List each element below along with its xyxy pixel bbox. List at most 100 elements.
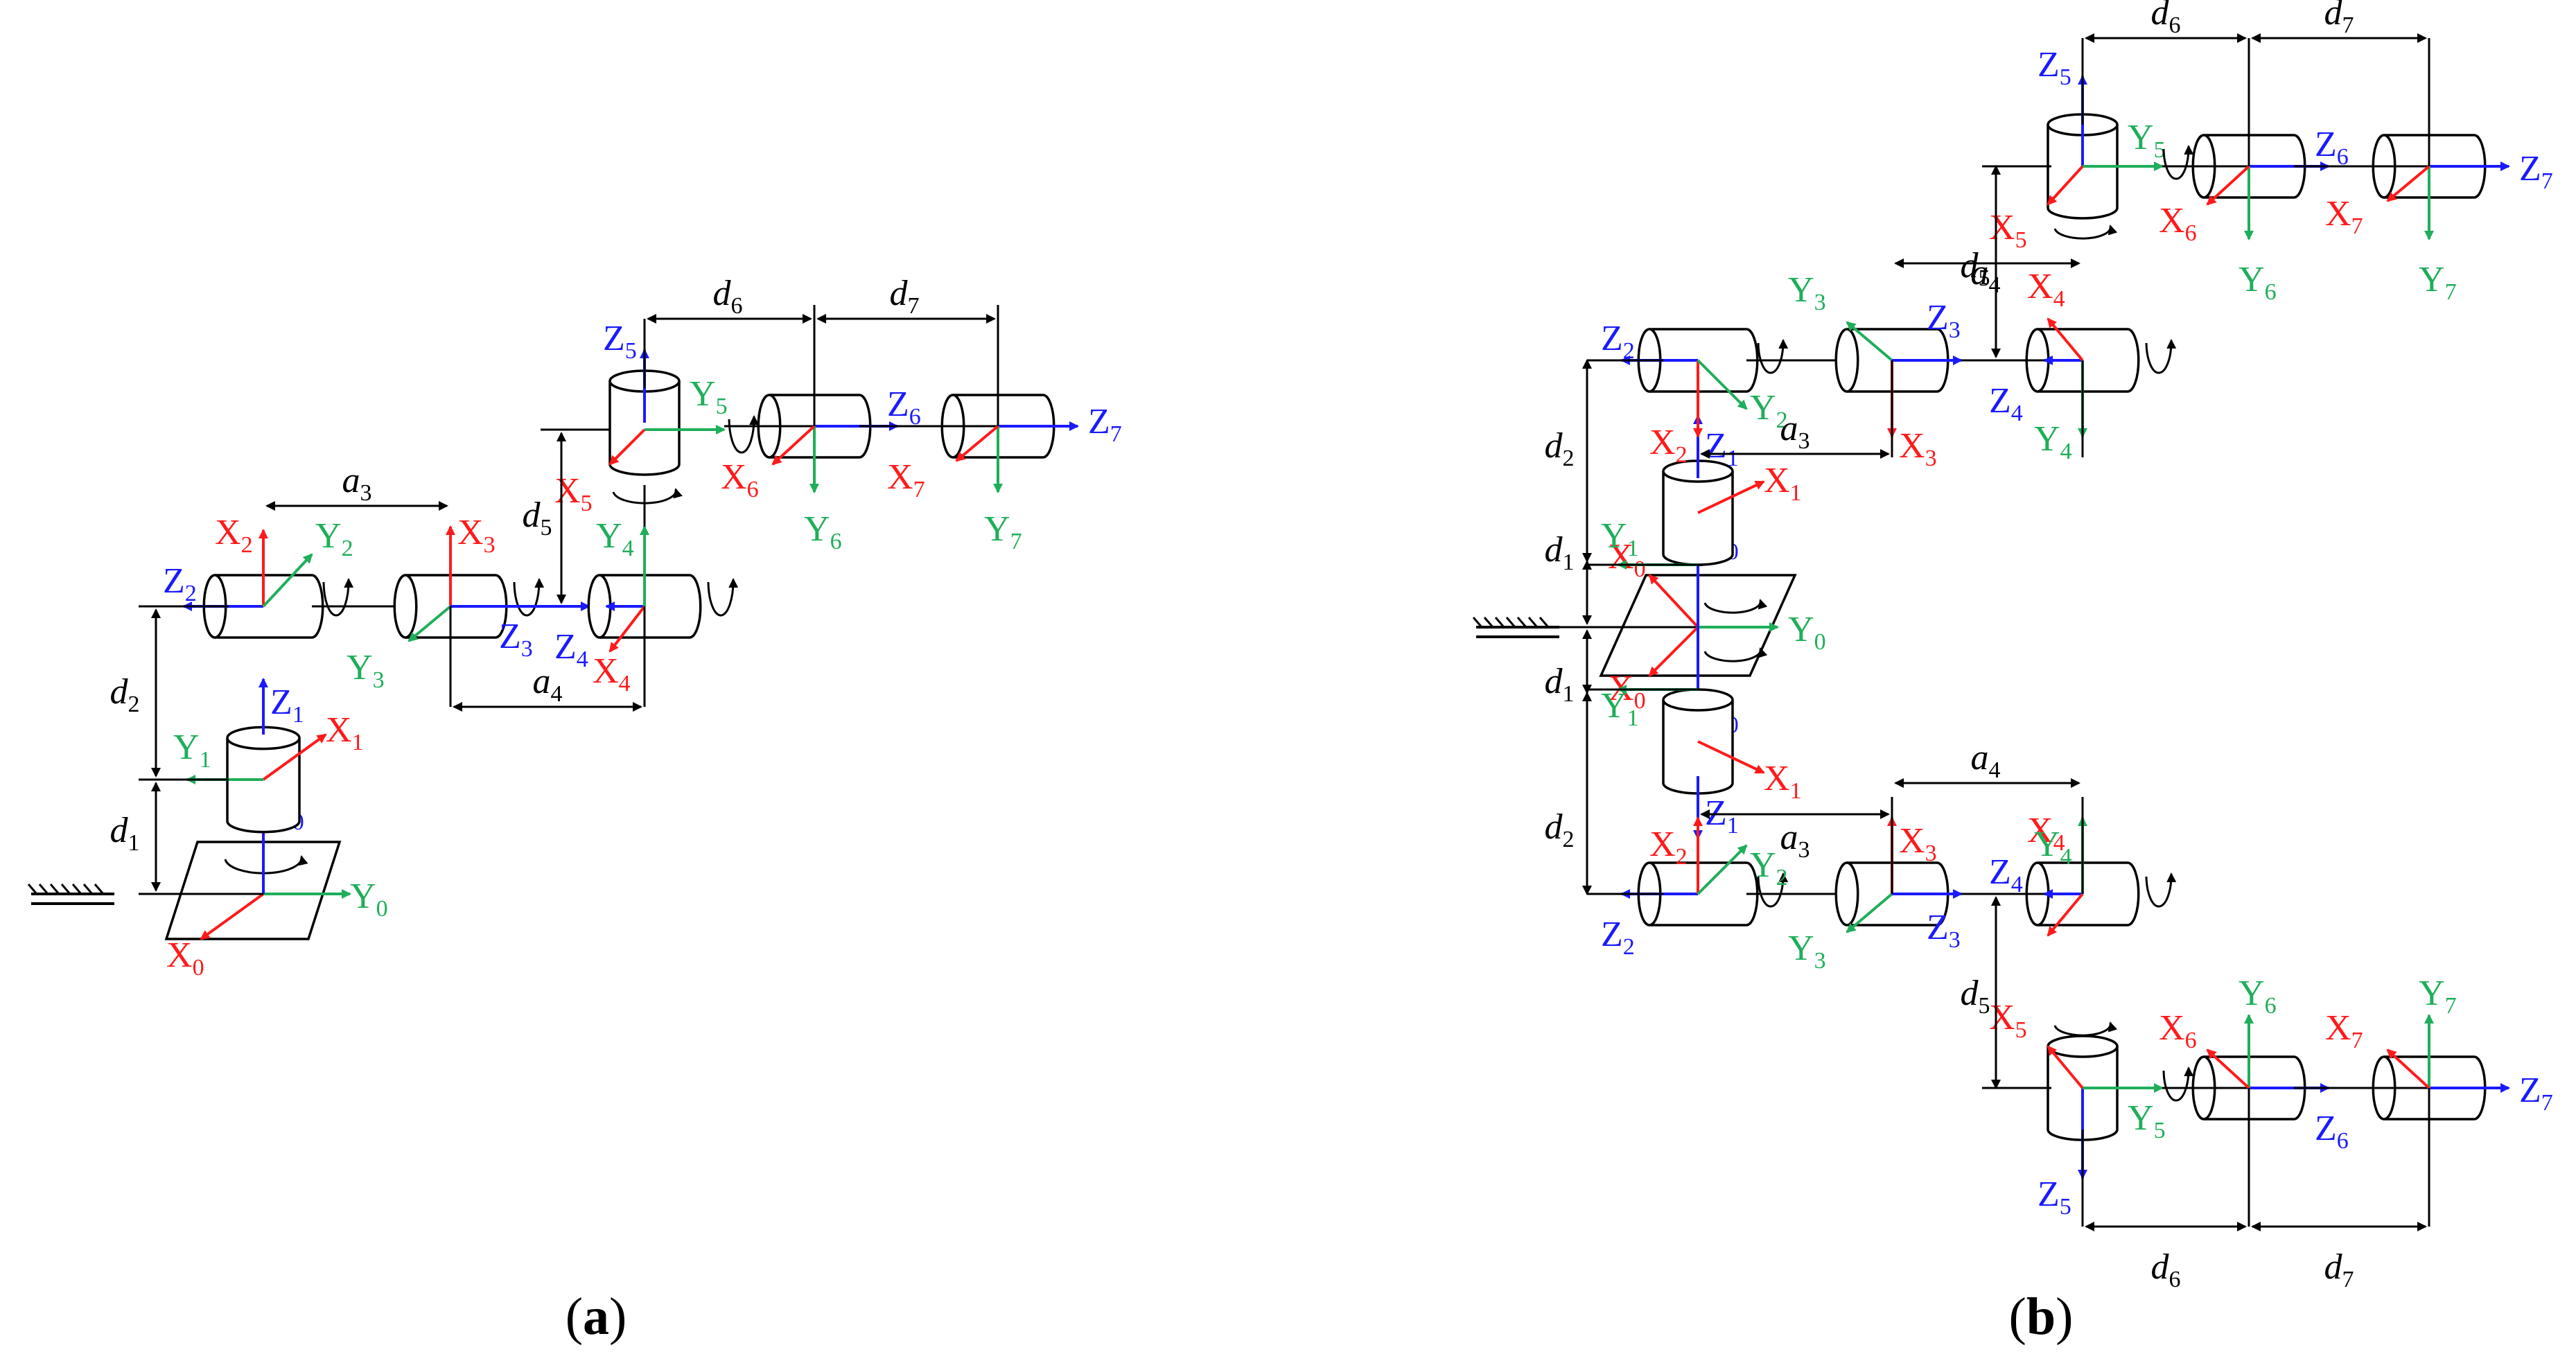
- dim-a3-label-upper: a3: [1780, 409, 1810, 454]
- X3-label-upper: X3: [1899, 426, 1937, 471]
- dim-a3-label-lower: a3: [1780, 818, 1810, 863]
- X5-axis-lower: [2047, 1045, 2084, 1089]
- Z1-label: Z1: [270, 683, 304, 728]
- panel-a-diagram: Y0X0Z0X1Y1Z1Z2X2Y2X3Y3Z3Z4X4Y4Z5Y5X5Z6Y6…: [27, 274, 1122, 981]
- rotation-arrow: [2145, 872, 2177, 908]
- dim-a3-label-a: a3: [342, 461, 372, 506]
- rotation-arrow: [2162, 1066, 2194, 1102]
- Y2-label-upper: Y2: [1750, 388, 1788, 433]
- Z4-label-lower: Z4: [1989, 852, 2023, 897]
- X0-label: X0: [166, 936, 204, 981]
- dim-d5-label-lower: d5: [1961, 974, 1990, 1019]
- cylinder-body: [599, 574, 702, 639]
- dim-d1-label-lower: d1: [1545, 662, 1575, 707]
- X4-label-upper: X4: [2027, 267, 2065, 312]
- caption-b: (b): [2009, 1288, 2074, 1346]
- Z3-label: Z3: [499, 617, 533, 662]
- cylinder-body: [1662, 471, 1734, 566]
- Y1-label: Y1: [173, 728, 211, 773]
- caption-a: (a): [566, 1288, 627, 1346]
- rotation-arrow: [1703, 647, 1768, 662]
- X0-down-b: [1648, 626, 1699, 677]
- X5-label-upper: X5: [1989, 208, 2027, 253]
- Z3-label-upper: Z3: [1927, 298, 1961, 343]
- Z3-label-lower: Z3: [1927, 908, 1961, 953]
- rotation-arrow: [612, 488, 683, 504]
- Y5-label: Y5: [690, 374, 728, 419]
- X5-label: X5: [554, 471, 593, 516]
- X6-axis-lower: [2206, 1048, 2250, 1089]
- dim-d7-label-lower: d7: [2324, 1247, 2354, 1292]
- Y3-label: Y3: [347, 648, 385, 693]
- cylinder-body: [608, 381, 681, 476]
- rotation-arrow: [1757, 339, 1789, 374]
- svg-text:(b): (b): [2009, 1288, 2074, 1346]
- dim-d2-label-a: d2: [110, 672, 140, 717]
- dim-d1-label-upper: d1: [1545, 530, 1575, 575]
- X3-label: X3: [457, 513, 496, 558]
- rotation-arrow: [2145, 339, 2177, 374]
- Y4-label-lower: Y4: [2034, 825, 2072, 870]
- Z7-label-lower: Z7: [2519, 1071, 2553, 1116]
- Y7-label: Y7: [984, 509, 1022, 554]
- Z1-label-upper: Z1: [1705, 426, 1739, 471]
- panel-b-diagram: Y0X0X0Z0Z0X1Y1Z1Z2X2Y2X3Y3Z3Z4X4Y4Z5Y5X5…: [1472, 0, 2553, 1292]
- Z5-label-lower: Z5: [2038, 1175, 2071, 1220]
- dim-d7-label-upper: d7: [2324, 0, 2354, 38]
- joint-2-cylinder: [202, 574, 324, 639]
- Y7-label-lower: Y7: [2419, 974, 2457, 1019]
- Y3-axis: [408, 605, 452, 642]
- X6-axis-upper: [2206, 165, 2250, 206]
- rotation-arrow: [1757, 872, 1789, 908]
- X1-axis-lower: [1697, 740, 1765, 774]
- joint-1-cylinder-lower: [1662, 688, 1734, 795]
- X7-axis: [955, 425, 999, 462]
- cylinder-body: [226, 738, 301, 834]
- X5-axis-upper: [2047, 165, 2084, 206]
- Y5-label-upper: Y5: [2128, 118, 2166, 163]
- X1-label: X1: [326, 710, 364, 755]
- cylinder-body: [2038, 328, 2140, 393]
- rotation-arrow: [1703, 599, 1768, 614]
- X6-label: X6: [721, 457, 759, 502]
- Z1-label-lower: Z1: [1705, 793, 1739, 838]
- dim-a4-label-a: a4: [533, 662, 563, 707]
- X6-label-upper: X6: [2159, 201, 2197, 246]
- rotation-arrow: [2053, 1021, 2118, 1037]
- X5-axis: [608, 428, 646, 466]
- ground-b: [1472, 617, 1559, 638]
- X1-label-upper: X1: [1764, 461, 1802, 506]
- X3-label-lower: X3: [1899, 821, 1937, 866]
- Z6-label-upper: Z6: [2315, 125, 2349, 170]
- X1-axis: [262, 733, 327, 781]
- Z4-label-upper: Z4: [1989, 381, 2023, 426]
- X5-label-lower: X5: [1989, 998, 2027, 1043]
- joint-1-cylinder: [226, 726, 301, 834]
- Y3-label-upper: Y3: [1788, 270, 1826, 315]
- rotation-arrow: [224, 855, 308, 875]
- Y7-label-upper: Y7: [2419, 260, 2457, 305]
- X2-label-lower: X2: [1649, 825, 1688, 870]
- dim-d5-label-a: d5: [523, 495, 552, 541]
- cylinder-body: [2047, 125, 2119, 220]
- dim-d6-label-upper: d6: [2151, 0, 2181, 38]
- X1-axis-upper: [1697, 480, 1765, 514]
- dim-d2-label-lower: d2: [1545, 807, 1575, 852]
- Y5-label-lower: Y5: [2128, 1098, 2166, 1143]
- Y4-label: Y4: [596, 516, 634, 561]
- Z5-label: Z5: [603, 319, 637, 364]
- svg-text:(a): (a): [566, 1288, 627, 1346]
- Y2-axis-upper: [1697, 359, 1748, 410]
- X7-label-lower: X7: [2325, 1008, 2363, 1053]
- Y6-label-upper: Y6: [2238, 260, 2277, 305]
- joint-4-cylinder: [587, 574, 702, 639]
- Z7-label: Z7: [1088, 402, 1122, 447]
- Y3-axis-lower: [1846, 893, 1893, 933]
- dim-d5-label-upper: d5: [1961, 246, 1990, 291]
- X0-up-label-b: X0: [1608, 537, 1646, 582]
- Z5-label-upper: Z5: [2038, 45, 2071, 90]
- X6-axis: [771, 425, 816, 466]
- X7-axis-upper: [2386, 165, 2430, 202]
